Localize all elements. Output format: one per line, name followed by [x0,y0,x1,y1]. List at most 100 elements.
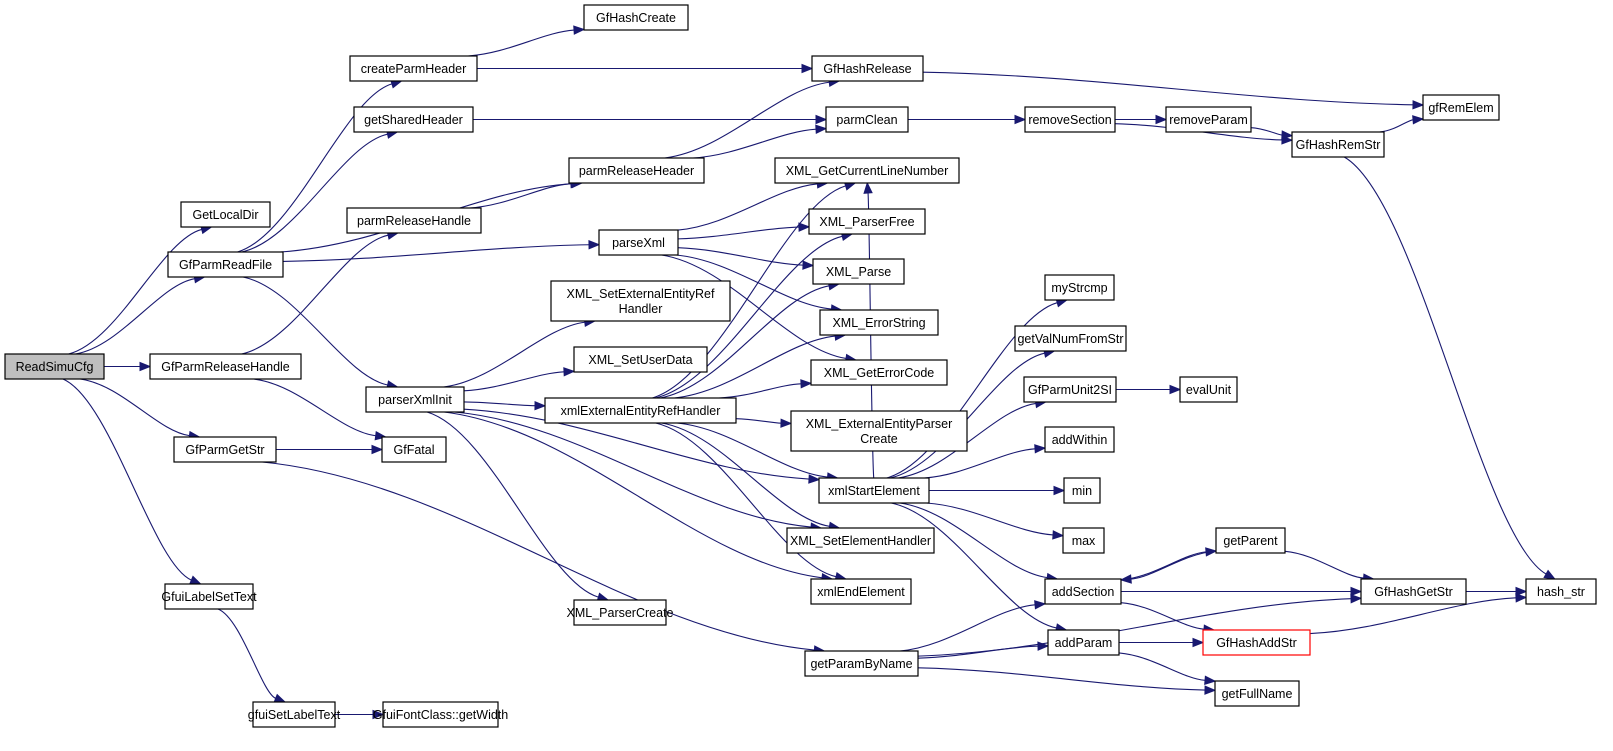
node-parsexml[interactable]: parseXml [598,229,679,256]
node-box [1062,527,1105,554]
node-xml-setuserdata[interactable]: XML_SetUserData [573,346,708,373]
edge-line [241,234,389,355]
node-parmreleasehandle[interactable]: parmReleaseHandle [346,207,482,234]
edge-line [677,247,804,266]
node-getparambyname[interactable]: getParamByName [804,650,919,677]
node-gfparmgetstr[interactable]: GfParmGetStr [173,436,277,463]
edge-gfuisetlabeltext-to-gfuifontclass-getwidth [335,709,385,720]
edge-line [75,278,195,355]
node-addsection[interactable]: addSection [1044,578,1122,605]
node-gfhashaddstr[interactable]: GfHashAddStr [1202,629,1311,656]
node-label: createParmHeader [361,62,467,76]
node-gffatal[interactable]: GfFatal [381,436,447,463]
node-box [1360,578,1467,605]
node-gfparmreleasehandle[interactable]: GfParmReleaseHandle [149,353,302,380]
node-removesection[interactable]: removeSection [1024,106,1116,133]
node-box [1023,376,1117,403]
node-label: max [1072,534,1096,548]
edge-parmreleasehandle-to-parmreleaseheader [469,178,583,209]
node-gfuifontclass-getwidth[interactable]: GfuiFontClass::getWidth [373,701,509,728]
node-label: GfHashRelease [823,62,911,76]
node-xml-parsercreate[interactable]: XML_ParserCreate [567,599,674,626]
node-getvalnumfromstr[interactable]: getValNumFromStr [1014,325,1127,352]
node-getfullname[interactable]: getFullName [1214,680,1300,707]
node-label: XML_SetExternalEntityRef [567,287,716,301]
node-box [1044,426,1115,453]
node-evalunit[interactable]: evalUnit [1179,376,1238,403]
edge-addparam-to-gfhashaddstr [1118,637,1205,648]
edge-getparambyname-to-addparam [917,641,1050,659]
node-label: evalUnit [1186,383,1232,397]
node-gfhashremstr[interactable]: GfHashRemStr [1291,131,1385,158]
node-gfuilabelsettext[interactable]: GfuiLabelSetText [161,583,257,610]
node-removeparam[interactable]: removeParam [1165,106,1252,133]
edge-parmreleaseheader-to-parmclean [692,124,828,159]
node-min[interactable]: min [1063,477,1101,504]
node-gfhashcreate[interactable]: GfHashCreate [583,4,689,31]
node-xml-errorstring[interactable]: XML_ErrorString [819,309,939,336]
arrowhead-icon [1515,586,1528,597]
node-readsimucfg[interactable]: ReadSimuCfg [4,353,105,380]
arrowhead-icon [139,361,152,372]
node-xml-parse[interactable]: XML_Parse [812,258,905,285]
node-xmlstartelement[interactable]: xmlStartElement [818,477,930,504]
node-max[interactable]: max [1062,527,1105,554]
arrowhead-icon [863,181,873,194]
node-addwithin[interactable]: addWithin [1044,426,1115,453]
arrowhead-icon [1204,685,1217,695]
edge-line [463,401,536,407]
node-mystrcmp[interactable]: myStrcmp [1044,274,1115,301]
arrowhead-icon [1155,114,1168,125]
node-gfremelem[interactable]: gfRemElem [1422,94,1500,121]
node-getsharedheader[interactable]: getSharedHeader [353,106,474,133]
node-box [149,353,302,380]
node-xml-getcurrentlinenumber[interactable]: XML_GetCurrentLineNumber [774,157,960,184]
node-parmreleaseheader[interactable]: parmReleaseHeader [568,157,705,184]
node-gfhashgetstr[interactable]: GfHashGetStr [1360,578,1467,605]
node-label: myStrcmp [1051,281,1107,295]
node-parmclean[interactable]: parmClean [825,106,909,133]
edge-line [62,378,192,581]
edge-addsection-to-gfhashgetstr [1121,586,1363,597]
arrowhead-icon [1053,485,1066,496]
node-label: parseXml [612,236,665,250]
edge-line [469,183,571,209]
node-gfuisetlabeltext[interactable]: gfuiSetLabelText [248,701,341,728]
node-box [810,578,912,605]
node-box [1202,629,1311,656]
node-getparent[interactable]: getParent [1215,527,1286,554]
node-box [1422,94,1500,121]
edge-addparam-to-getfullname [1118,652,1217,685]
node-box [382,701,499,728]
node-label: getParent [1223,534,1278,548]
edge-addsection-to-getparent [1120,547,1218,581]
node-addparam[interactable]: addParam [1047,629,1120,656]
node-getlocaldir[interactable]: GetLocalDir [180,201,271,228]
node-xml-parserfree[interactable]: XML_ParserFree [808,208,926,235]
node-gfhashrelease[interactable]: GfHashRelease [811,55,924,82]
node-box [810,359,948,386]
node-gfparmreadfile[interactable]: GfParmReadFile [167,251,284,278]
node-xmlendelement[interactable]: xmlEndElement [810,578,912,605]
node-label: xmlExternalEntityRefHandler [561,404,721,418]
edge-line [886,302,1058,479]
node-box [583,4,689,31]
edge-readsimucfg-to-gfparmgetstr [80,378,201,441]
edge-line [926,502,1054,536]
arrowhead-icon [374,430,387,441]
node-gfparmunit2si[interactable]: GfParmUnit2SI [1023,376,1117,403]
node-xmlexternalentityrefhandler[interactable]: xmlExternalEntityRefHandler [544,397,737,424]
node-hash-str[interactable]: hash_str [1525,578,1597,605]
edge-parserxmlinit-to-xml-setuserdata [463,367,576,392]
edge-parsexml-to-xml-parserfree [677,222,811,240]
arrowhead-icon [800,379,813,389]
node-createparmheader[interactable]: createParmHeader [349,55,478,82]
node-xml-setelementhandler[interactable]: XML_SetElementHandler [786,527,935,554]
node-parserxmlinit[interactable]: parserXmlInit [365,386,465,413]
edge-line [467,29,575,57]
node-xml-geterrorcode[interactable]: XML_GetErrorCode [810,359,948,386]
edge-gfuilabelsettext-to-gfuisetlabeltext [217,608,287,703]
edge-line [924,448,1036,479]
